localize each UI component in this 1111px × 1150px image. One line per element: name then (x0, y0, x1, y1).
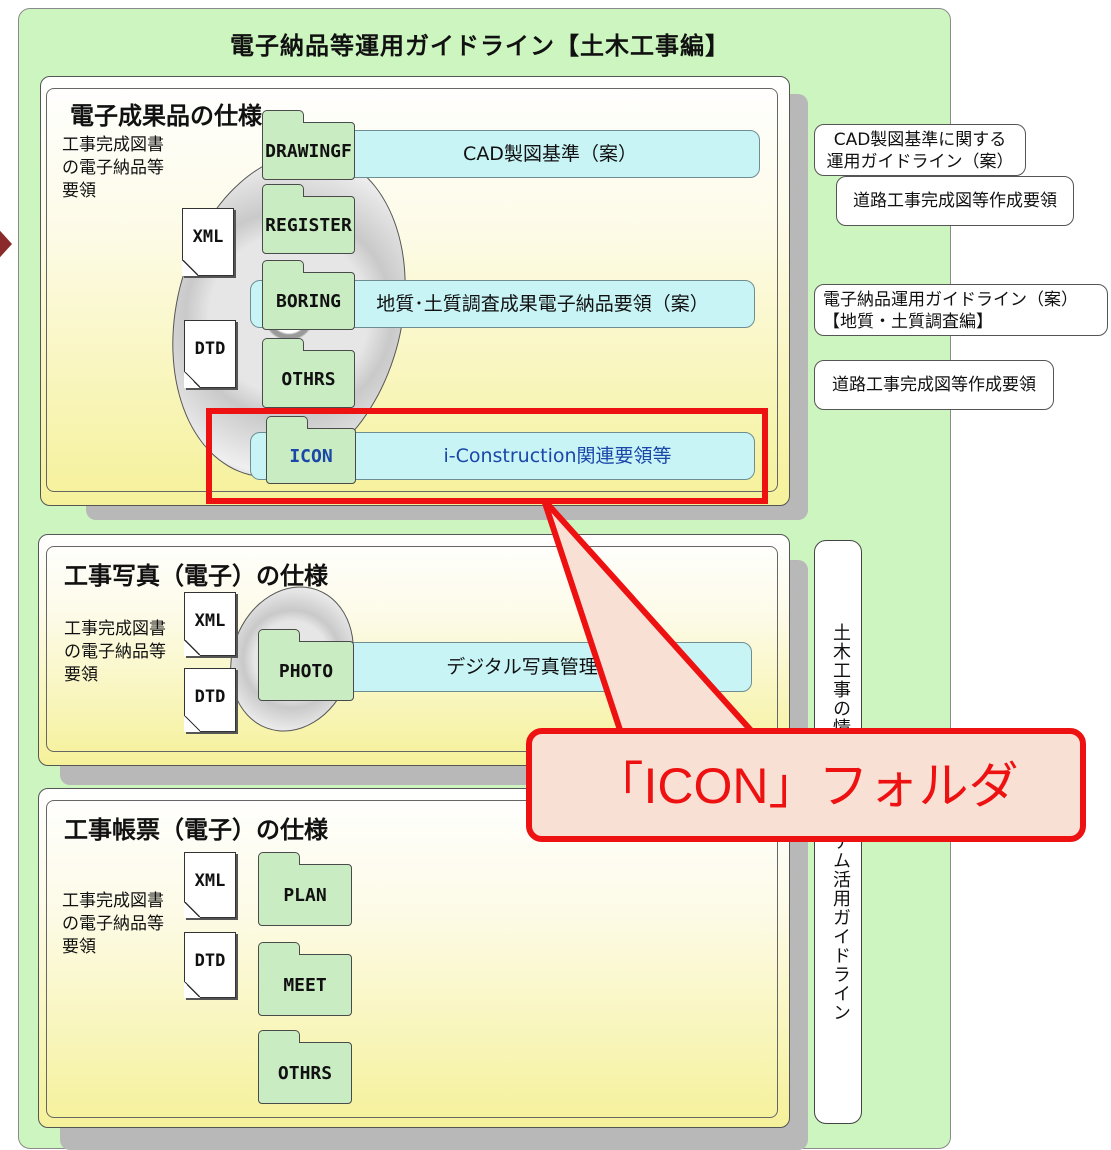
xml-document-icon: XML (184, 852, 236, 918)
dtd-document-icon: DTD (184, 668, 236, 732)
section-title: 電子成果品の仕様 (70, 102, 262, 130)
section-inner-frame (46, 88, 778, 492)
guideline-title: 電子納品等運用ガイドライン【土木工事編】 (230, 32, 730, 60)
folder-drawingf[interactable]: DRAWINGF (261, 110, 355, 180)
folder-meet[interactable]: MEET (257, 942, 352, 1016)
reference-road-completion: 道路工事完成図等作成要領 (836, 176, 1074, 226)
section-inner-frame (46, 800, 778, 1118)
section-title: 工事帳票（電子）の仕様 (64, 816, 328, 844)
folder-label: DRAWINGF (265, 140, 352, 162)
folder-label: PLAN (283, 884, 327, 906)
folder-label: OTHRS (277, 1062, 333, 1084)
xml-document-icon: XML (182, 208, 234, 276)
reference-geology-guideline: 電子納品運用ガイドライン（案） 【地質・土質調査編】 (814, 284, 1108, 336)
section-note: 工事完成図書 の電子納品等 要領 (62, 135, 164, 201)
folder-plan[interactable]: PLAN (257, 852, 352, 926)
section-title: 工事写真（電子）の仕様 (64, 562, 328, 590)
icon-folder-highlight (206, 408, 768, 504)
section-construction-forms (38, 788, 790, 1128)
reference-cad-guideline: CAD製図基準に関する 運用ガイドライン（案） (814, 124, 1026, 176)
folder-label: BORING (275, 290, 342, 312)
section-note: 工事完成図書 の電子納品等 要領 (64, 619, 166, 685)
icon-folder-callout: 「ICON」フォルダ (526, 728, 1086, 842)
cad-standard-bar: CAD製図基準（案） (340, 130, 760, 178)
section-inner-frame (46, 546, 778, 752)
folder-othrs[interactable]: OTHRS (261, 338, 355, 408)
folder-othrs[interactable]: OTHRS (257, 1030, 352, 1104)
dtd-document-icon: DTD (184, 320, 236, 388)
folder-label: PHOTO (278, 660, 334, 682)
reference-road-completion: 道路工事完成図等作成要領 (814, 360, 1054, 410)
folder-photo[interactable]: PHOTO (257, 629, 354, 701)
folder-label: ICON (289, 445, 333, 467)
folder-boring[interactable]: BORING (261, 260, 355, 330)
folder-register[interactable]: REGISTER (261, 184, 355, 254)
dtd-document-icon: DTD (184, 932, 236, 998)
folder-label: REGISTER (265, 214, 352, 236)
folder-label: OTHRS (281, 368, 336, 390)
chevron-right-icon[interactable] (0, 222, 12, 266)
folder-label: MEET (283, 974, 327, 996)
xml-document-icon: XML (184, 592, 236, 656)
section-note: 工事完成図書 の電子納品等 要領 (62, 891, 164, 957)
folder-icon-folder[interactable]: ICON (265, 416, 356, 484)
